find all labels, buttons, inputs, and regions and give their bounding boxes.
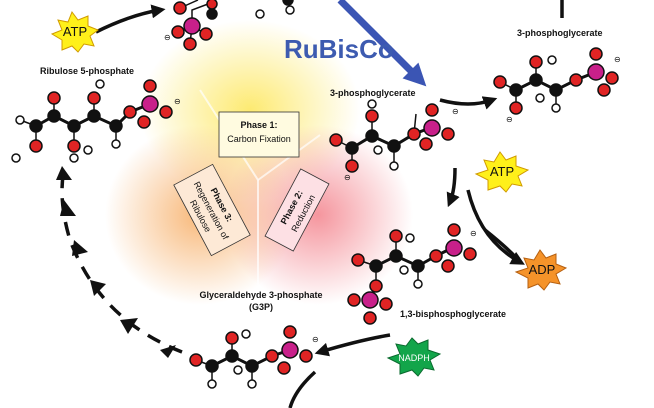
label-rubisco: RuBisCo — [284, 34, 394, 64]
arrow-to-adp — [483, 228, 522, 264]
regeneration-path — [60, 169, 183, 354]
label-bpg: 1,3-bisphosphoglycerate — [400, 309, 506, 319]
arrow-atp-to-top — [95, 4, 166, 34]
adp-burst: ADP — [514, 249, 568, 291]
atp-label-top: ATP — [63, 24, 87, 39]
rubisco-arrow — [337, 0, 427, 87]
label-g3p-line2: (G3P) — [249, 302, 273, 312]
label-ribulose: Ribulose 5-phosphate — [40, 66, 134, 76]
nadph-burst: NADPH — [386, 337, 442, 377]
label-pga-right: 3-phosphoglycerate — [517, 28, 603, 38]
molecule-g3p — [189, 325, 313, 389]
phase2-box: Phase 2: Reduction — [264, 168, 330, 252]
phase1-body: Carbon Fixation — [227, 134, 291, 144]
atp-burst-right: ATP — [474, 151, 530, 193]
atp-label-right: ATP — [490, 164, 514, 179]
molecule-ribulose — [11, 79, 173, 163]
arrow-nadph-to-g3p — [314, 333, 391, 357]
charge-symbol: ⊖ — [470, 229, 477, 238]
phase1-box: Phase 1: Carbon Fixation — [218, 111, 300, 158]
nadph-label: NADPH — [398, 353, 430, 363]
molecule-pga-right — [493, 47, 619, 115]
arrow-g3p-out — [288, 370, 317, 408]
charge-symbol: ⊖ — [174, 97, 181, 106]
charge-symbol: ⊖ — [164, 33, 171, 42]
phase3-box: Phase 3: Regeneration of Ribulose — [173, 163, 251, 257]
charge-symbol: ⊖ — [312, 335, 319, 344]
cycle-arrows — [95, 0, 564, 408]
charge-symbol: ⊖ — [506, 115, 513, 124]
arrow-to-pga-right — [439, 96, 498, 110]
charge-symbol: ⊖ — [614, 55, 621, 64]
arrow-pga-to-bpg — [446, 167, 460, 208]
regen-arrowhead-6 — [56, 166, 72, 180]
molecule-bpg — [347, 223, 477, 325]
atp-burst-top: ATP — [50, 10, 100, 53]
label-g3p-line1: Glyceraldehyde 3-phosphate — [199, 290, 322, 300]
charge-symbol: ⊖ — [452, 107, 459, 116]
regen-arrowhead-3 — [90, 280, 106, 296]
sector-divider — [257, 134, 321, 181]
label-pga-center: 3-phosphoglycerate — [330, 88, 416, 98]
adp-label: ADP — [529, 262, 556, 277]
regen-arrowhead-2 — [120, 318, 138, 334]
molecule-top — [171, 0, 295, 51]
molecule-pga-center — [329, 99, 455, 173]
charge-symbol: ⊖ — [344, 173, 351, 182]
phase1-title: Phase 1: — [240, 120, 277, 130]
